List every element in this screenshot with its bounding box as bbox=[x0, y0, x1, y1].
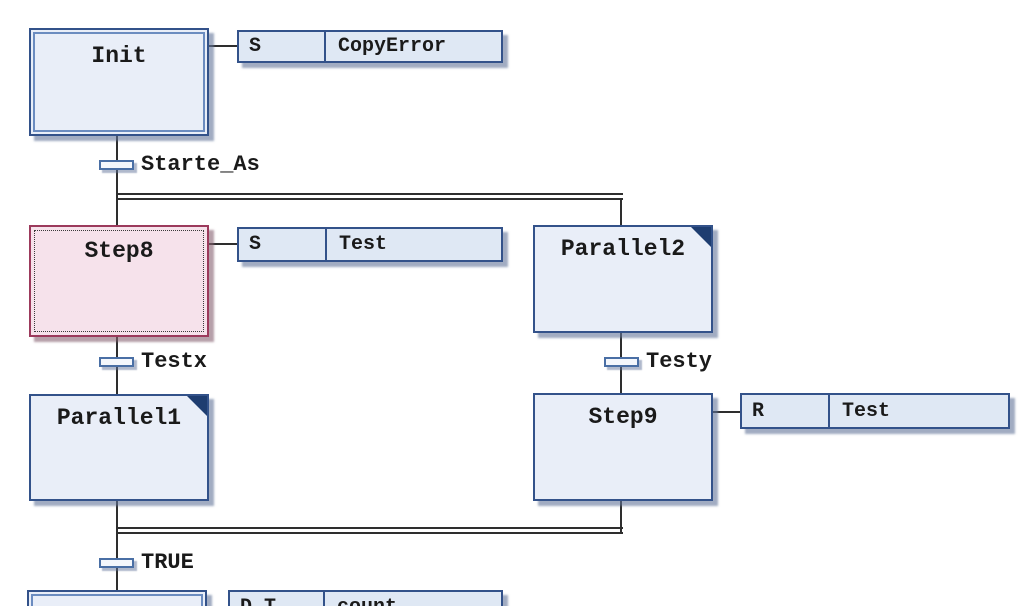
parallel-join-line bbox=[116, 527, 623, 534]
step-partial-bottom[interactable] bbox=[27, 590, 207, 606]
action-block-set-test[interactable]: S Test bbox=[237, 227, 503, 262]
initial-step-double-border: Init bbox=[33, 32, 205, 132]
transition-label[interactable]: TRUE bbox=[141, 550, 194, 575]
flow-line-branch-to-parallel2 bbox=[620, 199, 622, 225]
transition-bar-true[interactable] bbox=[99, 558, 134, 568]
step-step8[interactable]: Step8 bbox=[29, 225, 209, 337]
action-qualifier[interactable]: R bbox=[742, 395, 830, 427]
step-name: Step9 bbox=[588, 404, 658, 430]
partial-step-inner bbox=[31, 594, 203, 606]
step-step9[interactable]: Step9 bbox=[533, 393, 713, 501]
step-parallel1[interactable]: Parallel1 bbox=[29, 394, 209, 501]
step-name: Parallel2 bbox=[560, 236, 686, 262]
transition-label[interactable]: Testy bbox=[646, 349, 713, 374]
action-qualifier[interactable]: S bbox=[239, 229, 327, 260]
active-step-dotted-border: Step8 bbox=[34, 230, 204, 332]
transition-bar-starte-as[interactable] bbox=[99, 160, 134, 170]
connector-init-action bbox=[209, 45, 237, 47]
step-init[interactable]: Init bbox=[29, 28, 209, 136]
connector-step8-action bbox=[209, 243, 237, 245]
transition-bar-testy[interactable] bbox=[604, 357, 639, 367]
parallel-branch-line bbox=[116, 193, 623, 200]
connector-step9-action bbox=[713, 411, 740, 413]
step-name: Step8 bbox=[84, 238, 154, 264]
action-name[interactable]: Test bbox=[842, 399, 891, 423]
action-qualifier[interactable]: D T bbox=[230, 592, 325, 606]
action-block-copyerror[interactable]: S CopyError bbox=[237, 30, 503, 63]
step-name: Init bbox=[91, 43, 147, 69]
action-name[interactable]: count bbox=[325, 592, 501, 606]
action-name[interactable]: CopyError bbox=[338, 35, 447, 58]
transition-label[interactable]: Testx bbox=[141, 349, 208, 374]
step-parallel2[interactable]: Parallel2 bbox=[533, 225, 713, 333]
step-name: Parallel1 bbox=[56, 405, 182, 431]
transition-bar-testx[interactable] bbox=[99, 357, 134, 367]
flow-line-parallel1-to-bottom bbox=[116, 501, 118, 590]
action-qualifier[interactable]: S bbox=[239, 32, 326, 61]
transition-label[interactable]: Starte_As bbox=[141, 152, 260, 177]
action-block-partial-bottom[interactable]: D T count bbox=[228, 590, 503, 606]
action-name[interactable]: Test bbox=[339, 233, 388, 256]
flow-line-step9-to-join bbox=[620, 501, 622, 534]
flow-line-init-to-step8 bbox=[116, 136, 118, 225]
action-block-reset-test[interactable]: R Test bbox=[740, 393, 1010, 429]
